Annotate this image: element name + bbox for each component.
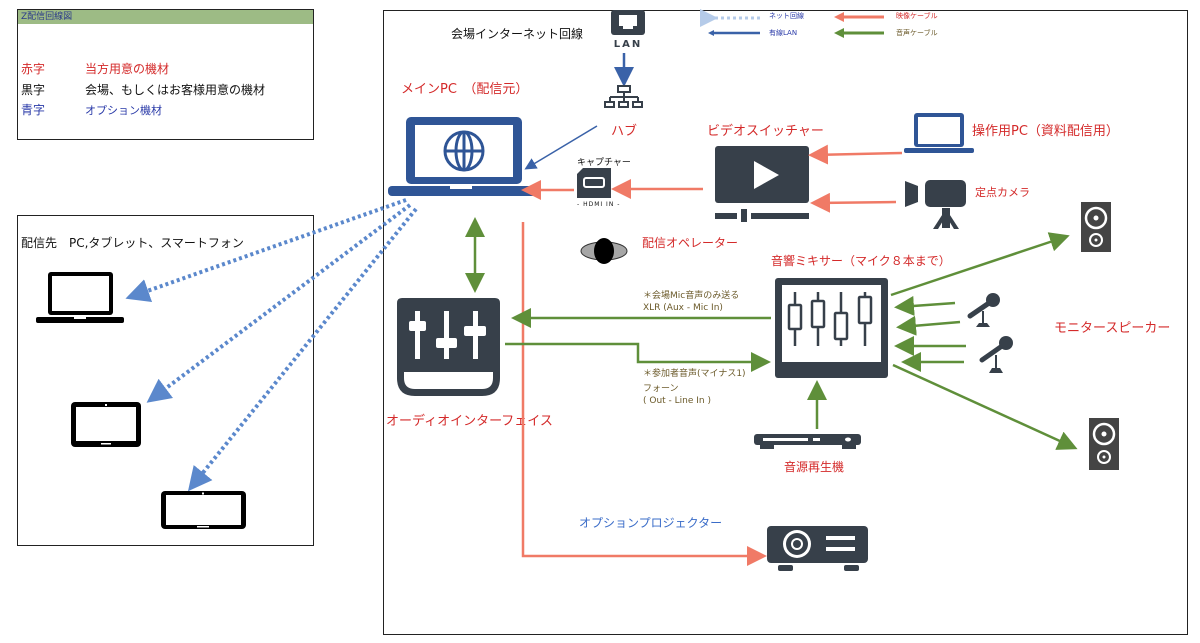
destination-title: 配信先 PC,タブレット、スマートフォン xyxy=(21,236,244,250)
xlr-note-line2: XLR (Aux - Mic In) xyxy=(643,303,723,313)
phone-note-line3: ( Out - Line In ) xyxy=(643,396,712,406)
stream-operator-label: 配信オペレーター xyxy=(642,236,739,250)
legend-key-red: 赤字 xyxy=(21,62,46,76)
capture-label: キャプチャー xyxy=(577,158,631,168)
monitor-speaker-label: モニタースピーカー xyxy=(1054,321,1171,336)
fixed-camera-label: 定点カメラ xyxy=(975,186,1030,199)
video-switcher-label: ビデオスイッチャー xyxy=(707,124,824,139)
audio-mixer-label: 音響ミキサー（マイク８本まで） xyxy=(771,254,951,268)
diagram-title: Z配信回線図 xyxy=(18,10,313,24)
destination-box: 配信先 PC,タブレット、スマートフォン xyxy=(17,215,314,546)
cable-legend-net-label: ネット回線 xyxy=(769,12,804,20)
audio-interface-label: オーディオインターフェイス xyxy=(386,414,553,429)
xlr-note-line1: ＊会場Mic音声のみ送る xyxy=(643,291,740,301)
phone-note-line1: ＊参加者音声(マイナス1) xyxy=(643,369,746,379)
cable-legend-lan-label: 有線LAN xyxy=(769,29,798,37)
phone-note-line2: フォーン xyxy=(643,384,679,394)
hub-label: ハブ xyxy=(611,124,638,139)
main-pc-label: メインPC （配信元） xyxy=(401,82,529,97)
legend-desc-red: 当方用意の機材 xyxy=(85,62,170,76)
cable-legend-audio-label: 音声ケーブル xyxy=(896,29,938,37)
color-legend-box: Z配信回線図 赤字 当方用意の機材 黒字 会場、もしくはお客様用意の機材 青字 … xyxy=(17,9,314,140)
cable-legend-video-label: 映像ケーブル xyxy=(896,12,938,20)
legend-key-black: 黒字 xyxy=(21,83,46,97)
hdmi-in-label: - HDMI IN - xyxy=(577,201,621,208)
legend-desc-blue: オプション機材 xyxy=(85,104,162,117)
sound-player-label: 音源再生機 xyxy=(784,460,845,474)
legend-key-blue: 青字 xyxy=(21,103,46,117)
option-projector-label: オプションプロジェクター xyxy=(579,516,723,530)
legend-desc-black: 会場、もしくはお客様用意の機材 xyxy=(85,83,266,97)
venue-internet-label: 会場インターネット回線 xyxy=(451,27,584,41)
operator-pc-label: 操作用PC（資料配信用） xyxy=(972,124,1119,139)
